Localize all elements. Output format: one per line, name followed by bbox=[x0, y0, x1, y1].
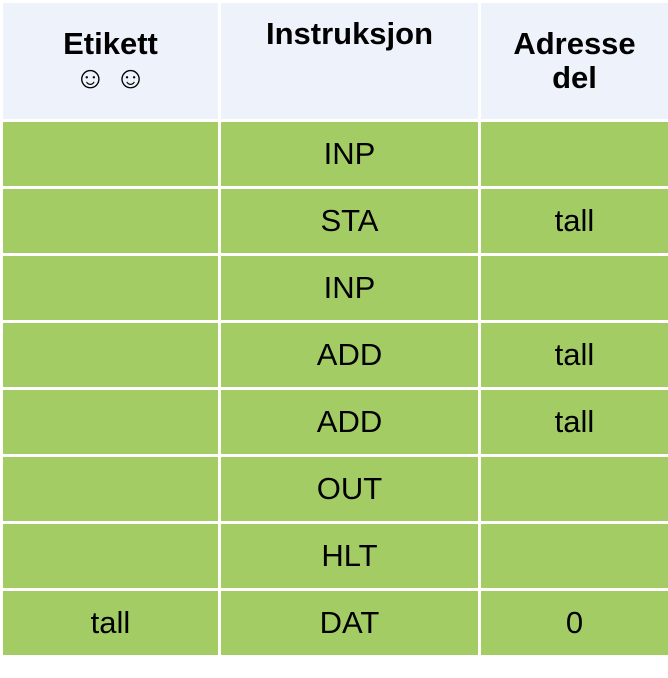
table-row: INP bbox=[0, 253, 668, 323]
cell-label bbox=[0, 521, 221, 591]
cell-label bbox=[0, 186, 221, 256]
header-instruction: Instruksjon bbox=[218, 0, 481, 122]
cell-address bbox=[478, 253, 668, 323]
cell-instruction: INP bbox=[218, 119, 481, 189]
lmc-program-table: Etikett ☺ ☺ Instruksjon Adresse del INP … bbox=[0, 0, 668, 658]
header-address: Adresse del bbox=[478, 0, 668, 122]
cell-address bbox=[478, 521, 668, 591]
cell-label: tall bbox=[0, 588, 221, 658]
table-body: INP STA tall INP ADD tall ADD tall OUT bbox=[0, 119, 668, 658]
cell-address: tall bbox=[478, 387, 668, 457]
table-row: tall DAT 0 bbox=[0, 588, 668, 658]
cell-label bbox=[0, 387, 221, 457]
cell-label bbox=[0, 253, 221, 323]
table-row: STA tall bbox=[0, 186, 668, 256]
cell-address: tall bbox=[478, 320, 668, 390]
table-row: ADD tall bbox=[0, 320, 668, 390]
cell-label bbox=[0, 320, 221, 390]
header-label-text: Etikett bbox=[63, 26, 158, 61]
cell-instruction: OUT bbox=[218, 454, 481, 524]
cell-instruction: INP bbox=[218, 253, 481, 323]
cell-instruction: HLT bbox=[218, 521, 481, 591]
cell-address bbox=[478, 119, 668, 189]
smiley-icon: ☺ ☺ bbox=[74, 60, 147, 95]
table-row: ADD tall bbox=[0, 387, 668, 457]
cell-address bbox=[478, 454, 668, 524]
cell-instruction: DAT bbox=[218, 588, 481, 658]
table-row: HLT bbox=[0, 521, 668, 591]
cell-instruction: STA bbox=[218, 186, 481, 256]
table-row: OUT bbox=[0, 454, 668, 524]
table-row: INP bbox=[0, 119, 668, 189]
header-address-text-line1: Adresse bbox=[513, 26, 636, 61]
header-row: Etikett ☺ ☺ Instruksjon Adresse del bbox=[0, 0, 668, 122]
header-instruction-text: Instruksjon bbox=[265, 16, 434, 51]
table-header: Etikett ☺ ☺ Instruksjon Adresse del bbox=[0, 0, 668, 122]
cell-instruction: ADD bbox=[218, 320, 481, 390]
cell-label bbox=[0, 119, 221, 189]
header-label: Etikett ☺ ☺ bbox=[0, 0, 221, 122]
cell-instruction: ADD bbox=[218, 387, 481, 457]
cell-address: tall bbox=[478, 186, 668, 256]
cell-address: 0 bbox=[478, 588, 668, 658]
cell-label bbox=[0, 454, 221, 524]
header-address-text-line2: del bbox=[552, 60, 597, 95]
